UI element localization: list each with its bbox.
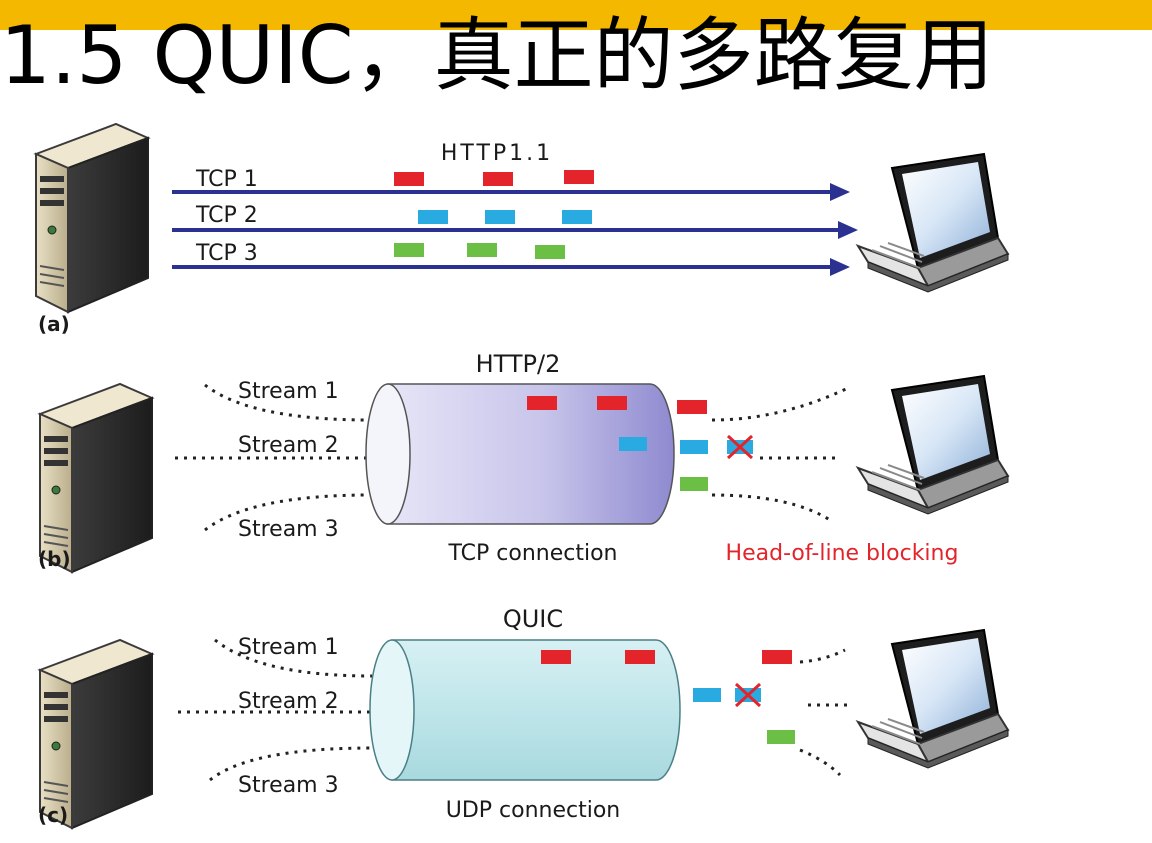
server-icon-a <box>35 123 149 313</box>
label-stream-3-c: Stream 3 <box>238 773 339 798</box>
heading-quic: QUIC <box>503 605 563 633</box>
stream-paths-c-left <box>178 638 373 782</box>
label-head-of-line-blocking: Head-of-line blocking <box>726 541 959 566</box>
label-stream-1-c: Stream 1 <box>238 635 339 660</box>
tcp-connection-tube <box>365 383 675 525</box>
packets-a <box>394 170 594 259</box>
packets-b <box>527 396 708 491</box>
label-udp-connection: UDP connection <box>446 798 621 823</box>
packets-c <box>541 650 795 744</box>
laptop-icon-c <box>857 629 1009 769</box>
heading-http11: HTTP1.1 <box>441 141 553 166</box>
laptop-icon-a <box>857 153 1009 293</box>
label-tcp-connection: TCP connection <box>448 541 618 566</box>
heading-http2: HTTP/2 <box>476 350 561 378</box>
label-tcp-3: TCP 3 <box>195 241 258 266</box>
label-stream-3-b: Stream 3 <box>238 517 339 542</box>
udp-connection-tube <box>369 639 681 781</box>
laptop-icon-b <box>857 375 1009 515</box>
server-icon-b <box>39 383 153 573</box>
lost-packet-x-icon-c <box>733 682 763 708</box>
label-stream-1-b: Stream 1 <box>238 379 339 404</box>
tag-a: (a) <box>38 312 70 336</box>
label-stream-2-c: Stream 2 <box>238 689 339 714</box>
lost-packet-x-icon-b <box>725 434 755 460</box>
stream-paths-c-right <box>799 648 848 777</box>
stream-paths-b-left <box>175 383 371 532</box>
tag-b: (b) <box>38 547 71 571</box>
label-tcp-2: TCP 2 <box>195 203 258 228</box>
slide-title: 1.5 QUIC，真正的多路复用 <box>0 9 994 102</box>
tag-c: (c) <box>38 803 68 827</box>
label-tcp-1: TCP 1 <box>195 167 258 192</box>
header-band <box>0 0 1152 30</box>
label-stream-2-b: Stream 2 <box>238 433 339 458</box>
tcp-arrows <box>172 183 858 276</box>
server-icon-c <box>39 639 153 829</box>
